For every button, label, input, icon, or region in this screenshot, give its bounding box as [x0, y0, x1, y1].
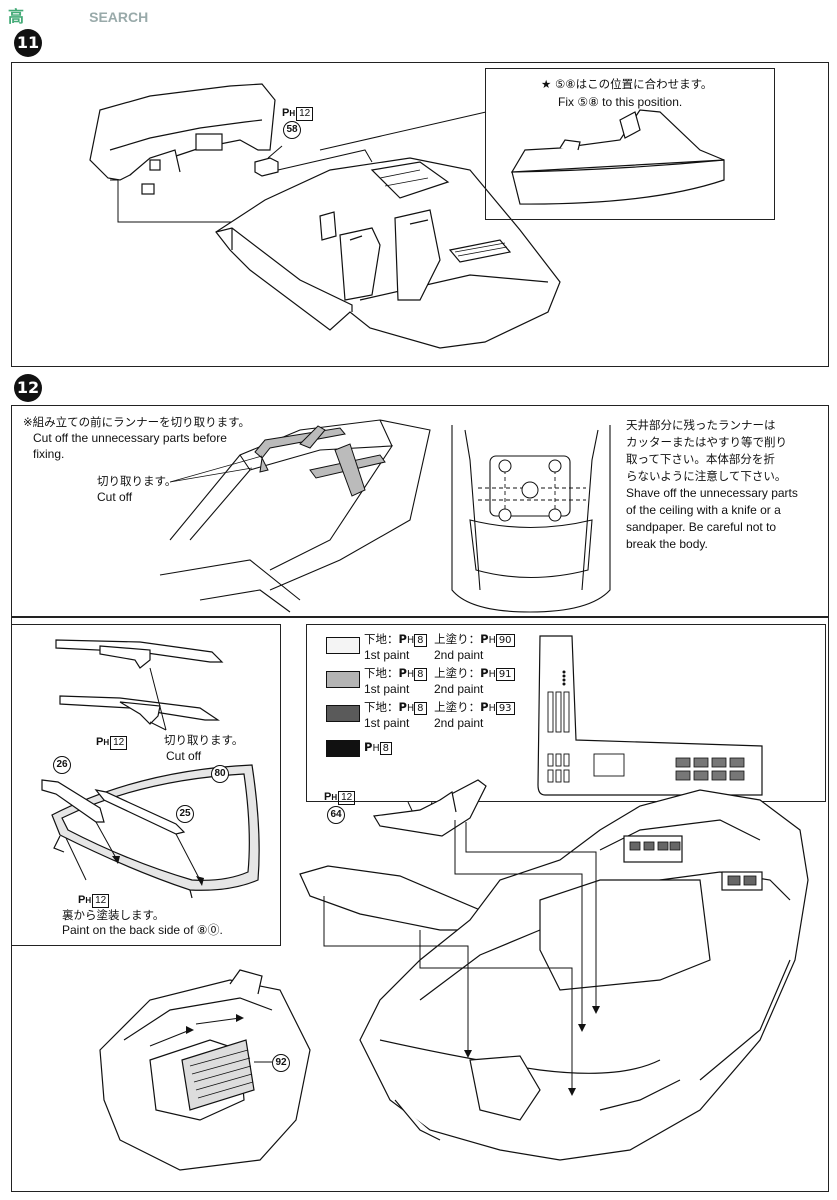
- legend-row-3-en2: 2nd paint: [434, 716, 484, 730]
- callout-58-en: Fix ⑤⑧ to this position.: [558, 95, 683, 109]
- watermark-text: SEARCH: [89, 9, 149, 25]
- paint-legend-panel: [306, 624, 826, 802]
- swatch-ph8-solid: [326, 740, 360, 757]
- back-paint-jp: 裏から塗装します。: [62, 908, 165, 922]
- wiper-panel: [11, 624, 281, 946]
- cut-off-en: Cut off: [97, 490, 133, 504]
- step-11-badge: 11: [14, 29, 42, 57]
- legend-row-3-en1: 1st paint: [364, 716, 410, 730]
- swatch-ph91: [326, 671, 360, 688]
- part-26-marker: 26: [53, 756, 71, 774]
- part-92-marker: 92: [272, 1054, 290, 1072]
- step-12-top-panel: [11, 405, 829, 617]
- legend-row-2-en1: 1st paint: [364, 682, 410, 696]
- ceiling-runner-drawing: [451, 425, 611, 613]
- dashboard-drawing: [89, 83, 561, 349]
- part-25-marker: 25: [176, 805, 194, 823]
- watermark-cn: 高: [8, 9, 25, 26]
- callout-58-jp: ★ ⑤⑧はこの位置に合わせます。: [541, 77, 713, 91]
- wiper-cut-jp: 切り取ります。: [164, 733, 244, 747]
- step-12-number: 12: [16, 378, 40, 397]
- part-80-marker: 80: [211, 765, 229, 783]
- cut-off-jp: 切り取ります。: [97, 474, 177, 488]
- wiper-cut-en: Cut off: [166, 749, 202, 763]
- part-64-marker: 64: [327, 806, 345, 824]
- legend-row-1-en2: 2nd paint: [434, 648, 484, 662]
- back-paint-en: Paint on the back side of ⑧⓪.: [62, 923, 223, 937]
- callout-detail-drawing: [510, 109, 725, 205]
- swatch-ph93: [326, 705, 360, 722]
- swatch-ph90: [326, 637, 360, 654]
- callout-box-58: [485, 68, 775, 220]
- step-11-panel: [11, 62, 829, 367]
- step-12-badge: 12: [14, 374, 42, 402]
- step-11-number: 11: [16, 33, 40, 52]
- legend-row-2-en2: 2nd paint: [434, 682, 484, 696]
- watermark: 高 SEARCH: [8, 3, 148, 27]
- part-58-marker: 58: [283, 121, 301, 139]
- runner-note-en-2: fixing.: [33, 447, 65, 461]
- canopy-runner-drawing: [159, 419, 431, 613]
- legend-row-1-en1: 1st paint: [364, 648, 410, 662]
- runner-note-en-1: Cut off the unnecessary parts before: [33, 431, 227, 445]
- runner-note-jp: ※組み立ての前にランナーを切り取ります。: [23, 415, 250, 429]
